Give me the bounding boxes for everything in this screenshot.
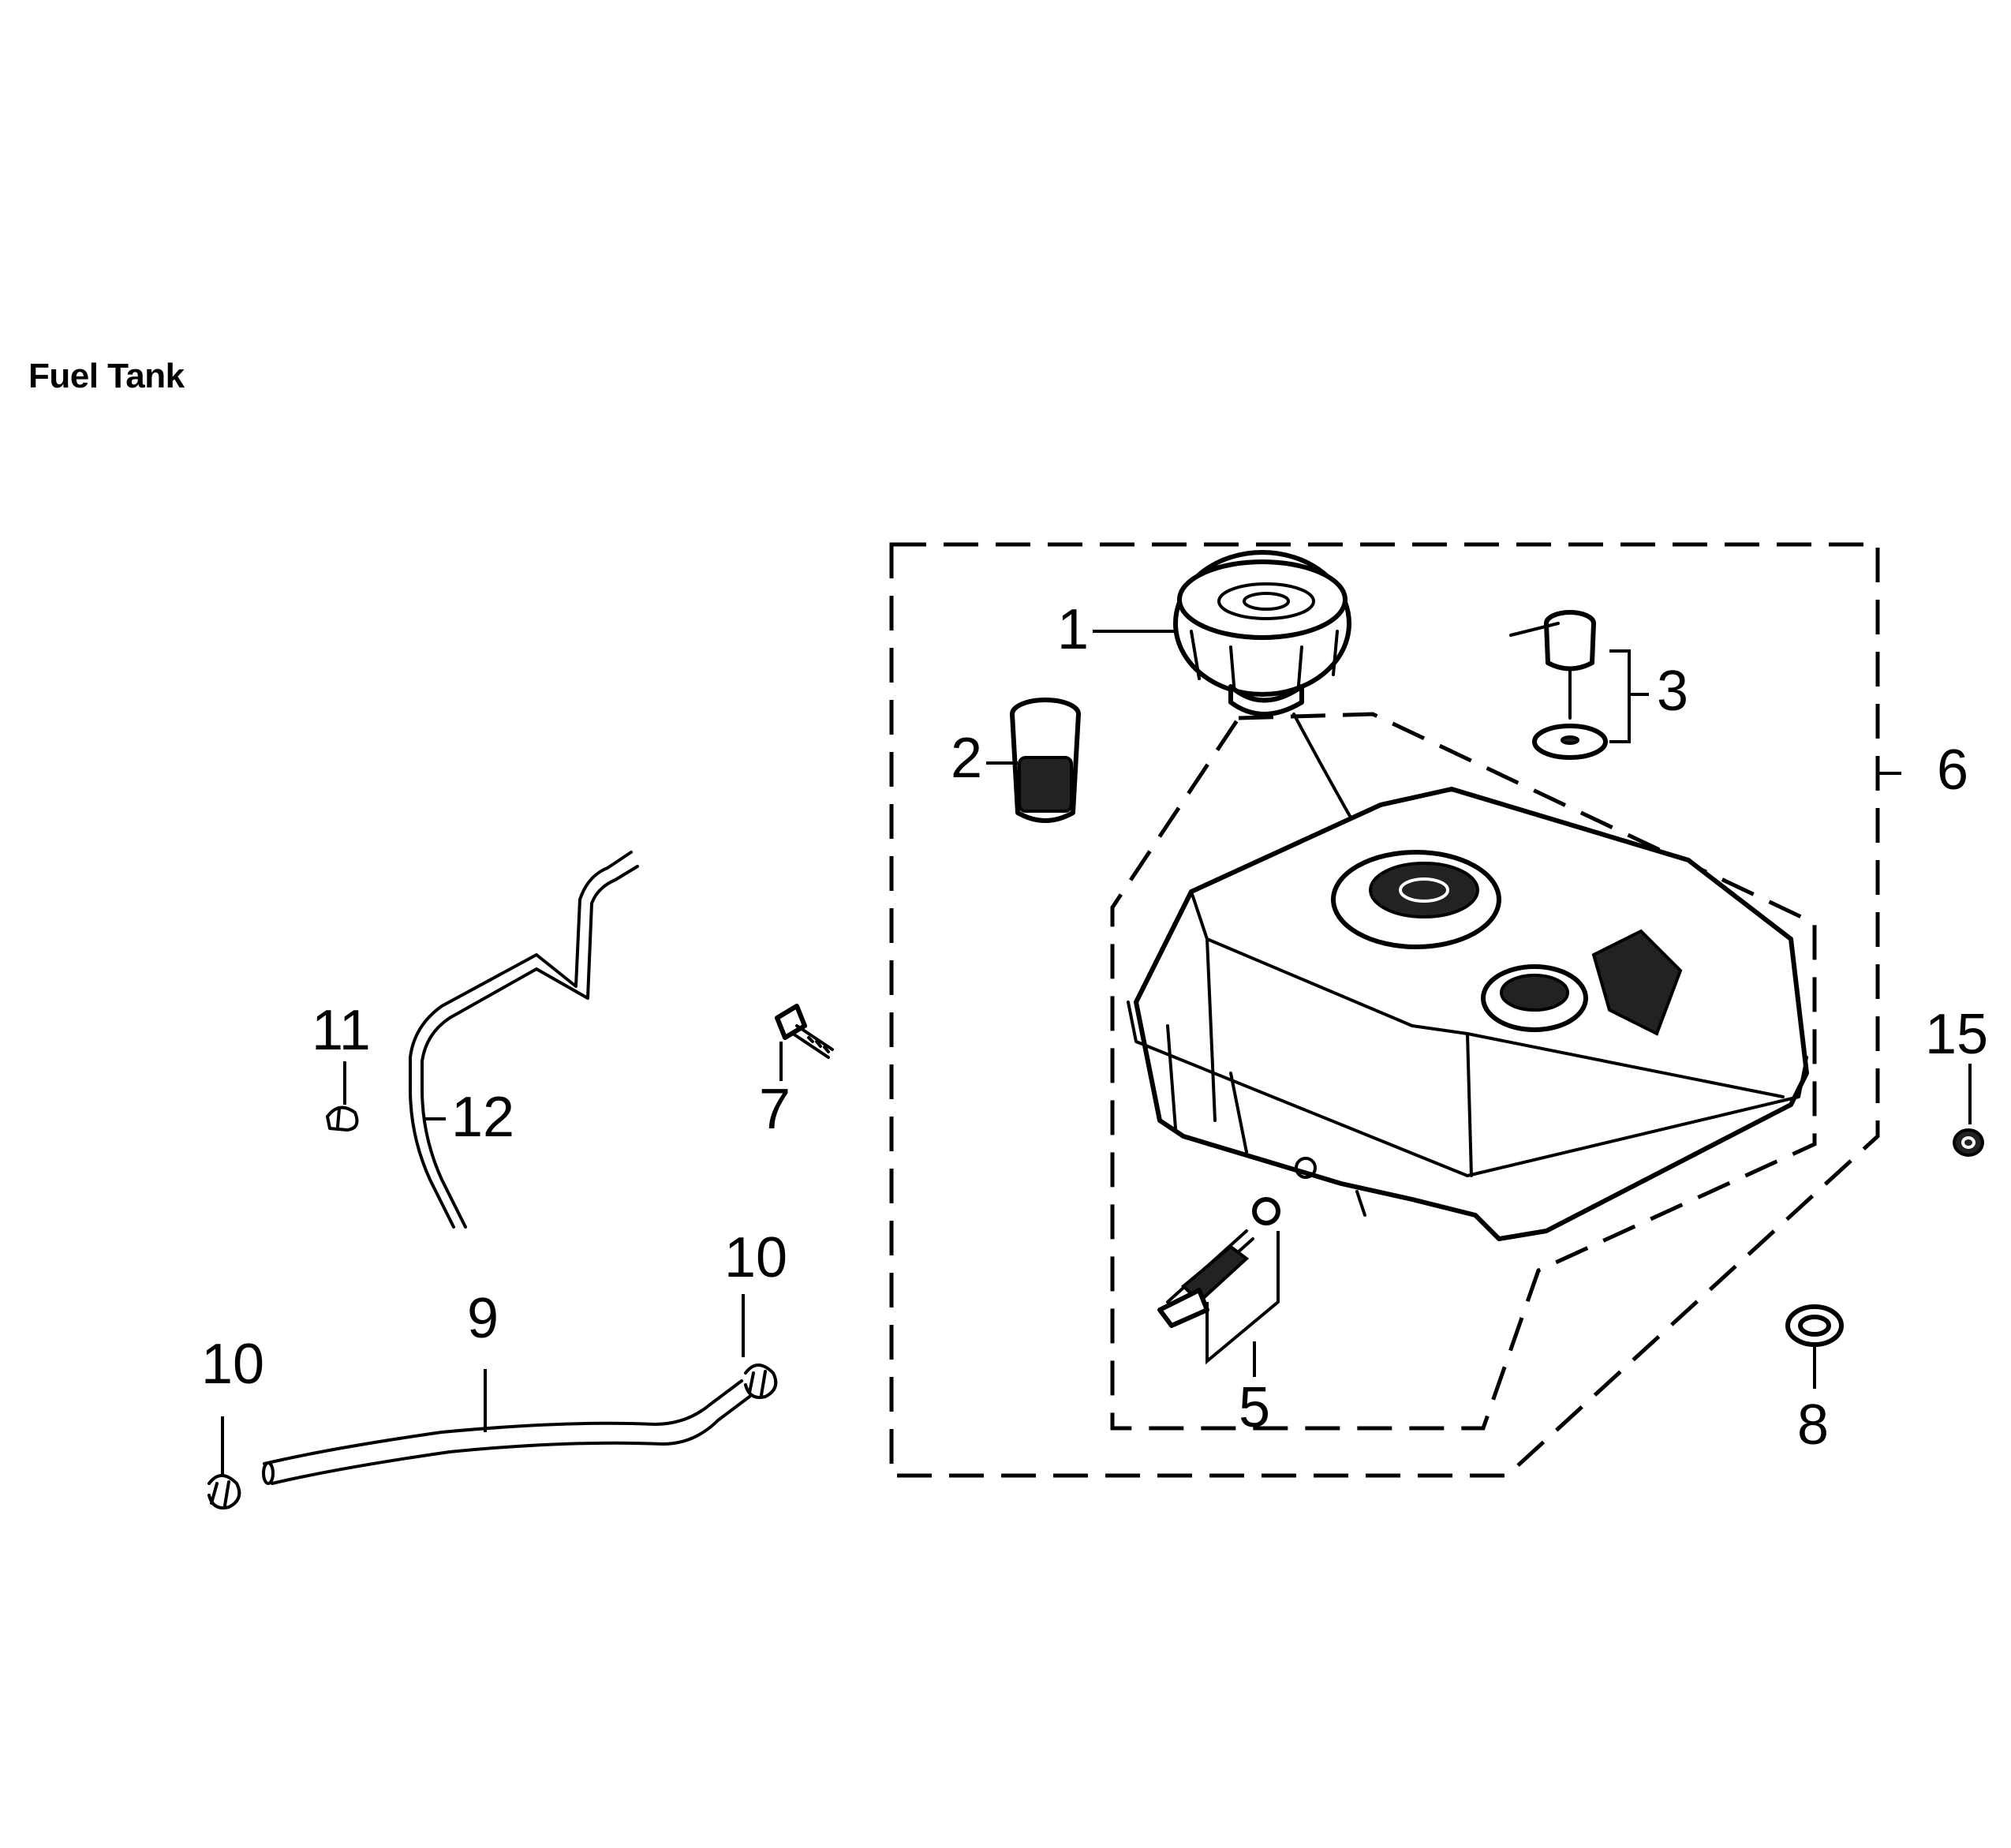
callout-1: 1 (1057, 598, 1089, 661)
callout-10-right: 10 (724, 1226, 787, 1289)
callout-5: 5 (1239, 1376, 1270, 1439)
diagram-title: Fuel Tank (28, 357, 185, 395)
fuel-tank[interactable] (1127, 787, 1809, 1241)
nut[interactable] (1953, 1128, 1984, 1157)
fuel-valve[interactable] (1157, 1197, 1280, 1328)
callout-15: 15 (1925, 1003, 1988, 1066)
callout-6: 6 (1937, 739, 1968, 802)
fuel-gauge[interactable] (1509, 610, 1608, 760)
callout-7: 7 (759, 1078, 791, 1141)
assembly-outline-outer (889, 542, 1880, 1478)
washer[interactable] (1785, 1304, 1844, 1347)
breather-tube[interactable] (409, 851, 639, 1229)
callout-9: 9 (467, 1287, 499, 1350)
callout-2: 2 (951, 727, 982, 790)
leader-5 (1205, 1231, 1280, 1377)
callout-8: 8 (1797, 1393, 1829, 1457)
hose-clamp-left[interactable] (207, 1474, 241, 1509)
leader-3 (1609, 649, 1649, 743)
callout-10-left: 10 (201, 1333, 264, 1396)
callout-3: 3 (1657, 660, 1688, 723)
assembly-outline-inner (1110, 712, 1817, 1431)
fuel-hose[interactable] (262, 1379, 751, 1485)
fuel-cap[interactable] (1173, 550, 1422, 901)
callout-11: 11 (312, 999, 371, 1062)
mounting-bolt[interactable] (775, 1004, 834, 1059)
callout-12: 12 (451, 1086, 514, 1149)
fuel-strainer[interactable] (1010, 698, 1081, 823)
hose-clamp-right[interactable] (744, 1364, 778, 1399)
breather-clip[interactable] (326, 1105, 359, 1132)
